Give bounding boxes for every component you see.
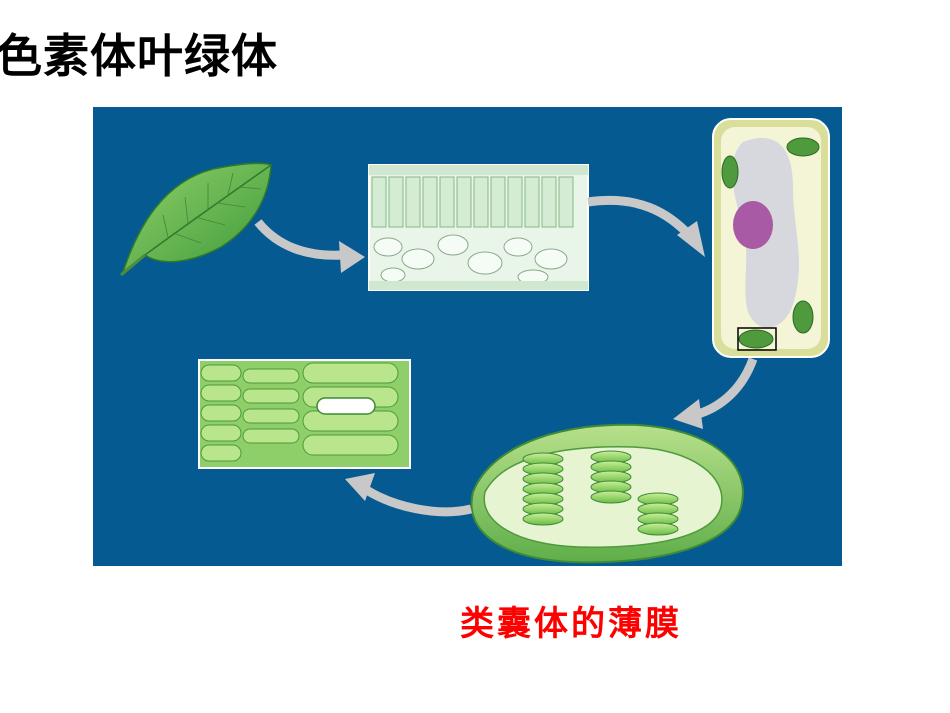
chloroplast bbox=[470, 423, 744, 564]
slide-title: 色素体叶绿体 bbox=[0, 29, 278, 83]
arrow-head-1 bbox=[339, 241, 365, 273]
grana-stacks bbox=[522, 450, 679, 536]
arrow-section-to-cell bbox=[587, 195, 695, 241]
leaf-cross-section bbox=[368, 164, 589, 291]
leaf bbox=[120, 162, 272, 277]
caption: 类囊体的薄膜 bbox=[460, 604, 682, 644]
thylakoid-closeup bbox=[198, 359, 411, 469]
arrow-cell-to-chloroplast bbox=[693, 357, 758, 420]
arrow-head-2 bbox=[677, 221, 705, 257]
chloroplast-diagram bbox=[93, 107, 842, 566]
nucleus bbox=[733, 201, 773, 249]
arrow-head-4 bbox=[345, 473, 375, 501]
plant-cell bbox=[712, 118, 830, 358]
arrow-head-3 bbox=[673, 399, 703, 429]
arrow-leaf-to-section bbox=[254, 219, 344, 260]
arrow-chloroplast-to-closeup bbox=[362, 485, 473, 517]
